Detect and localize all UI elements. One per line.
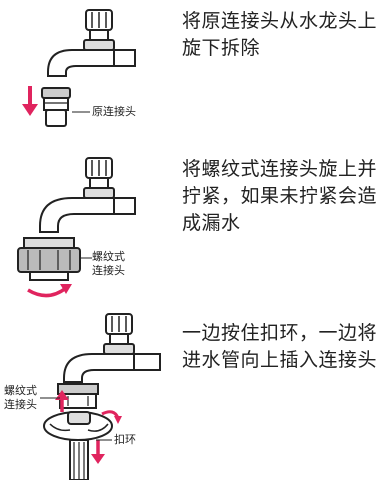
faucet-illustration-3 bbox=[40, 313, 161, 480]
step-1-text: 将原连接头从水龙头上旋下拆除 bbox=[182, 10, 378, 59]
label-connector-2: 连接头 bbox=[4, 398, 37, 411]
step-2-text: 将螺纹式连接头旋上并拧紧，如果未拧紧会造成漏水 bbox=[182, 158, 378, 234]
label-threaded-1: 螺纹式 bbox=[92, 250, 125, 263]
step-2: 螺纹式 连接头 将螺纹式连接头旋上并拧紧，如果未拧紧会造成漏水 bbox=[0, 150, 392, 308]
step-3-text: 一边按住扣环，一边将进水管向上插入连接头 bbox=[182, 322, 378, 371]
step-3: 螺纹式 连接头 扣环 一边按住扣环，一边将进水管向上插入连接头 bbox=[0, 308, 392, 480]
faucet-illustration-2 bbox=[17, 157, 136, 298]
step-1: 原连接头 将原连接头从水龙头上旋下拆除 bbox=[0, 0, 392, 150]
label-original-connector: 原连接头 bbox=[92, 105, 136, 118]
label-connector-1: 连接头 bbox=[92, 264, 125, 277]
label-threaded-2: 螺纹式 bbox=[4, 384, 37, 397]
label-clasp-ring: 扣环 bbox=[114, 433, 136, 446]
faucet-illustration-1 bbox=[22, 9, 136, 127]
